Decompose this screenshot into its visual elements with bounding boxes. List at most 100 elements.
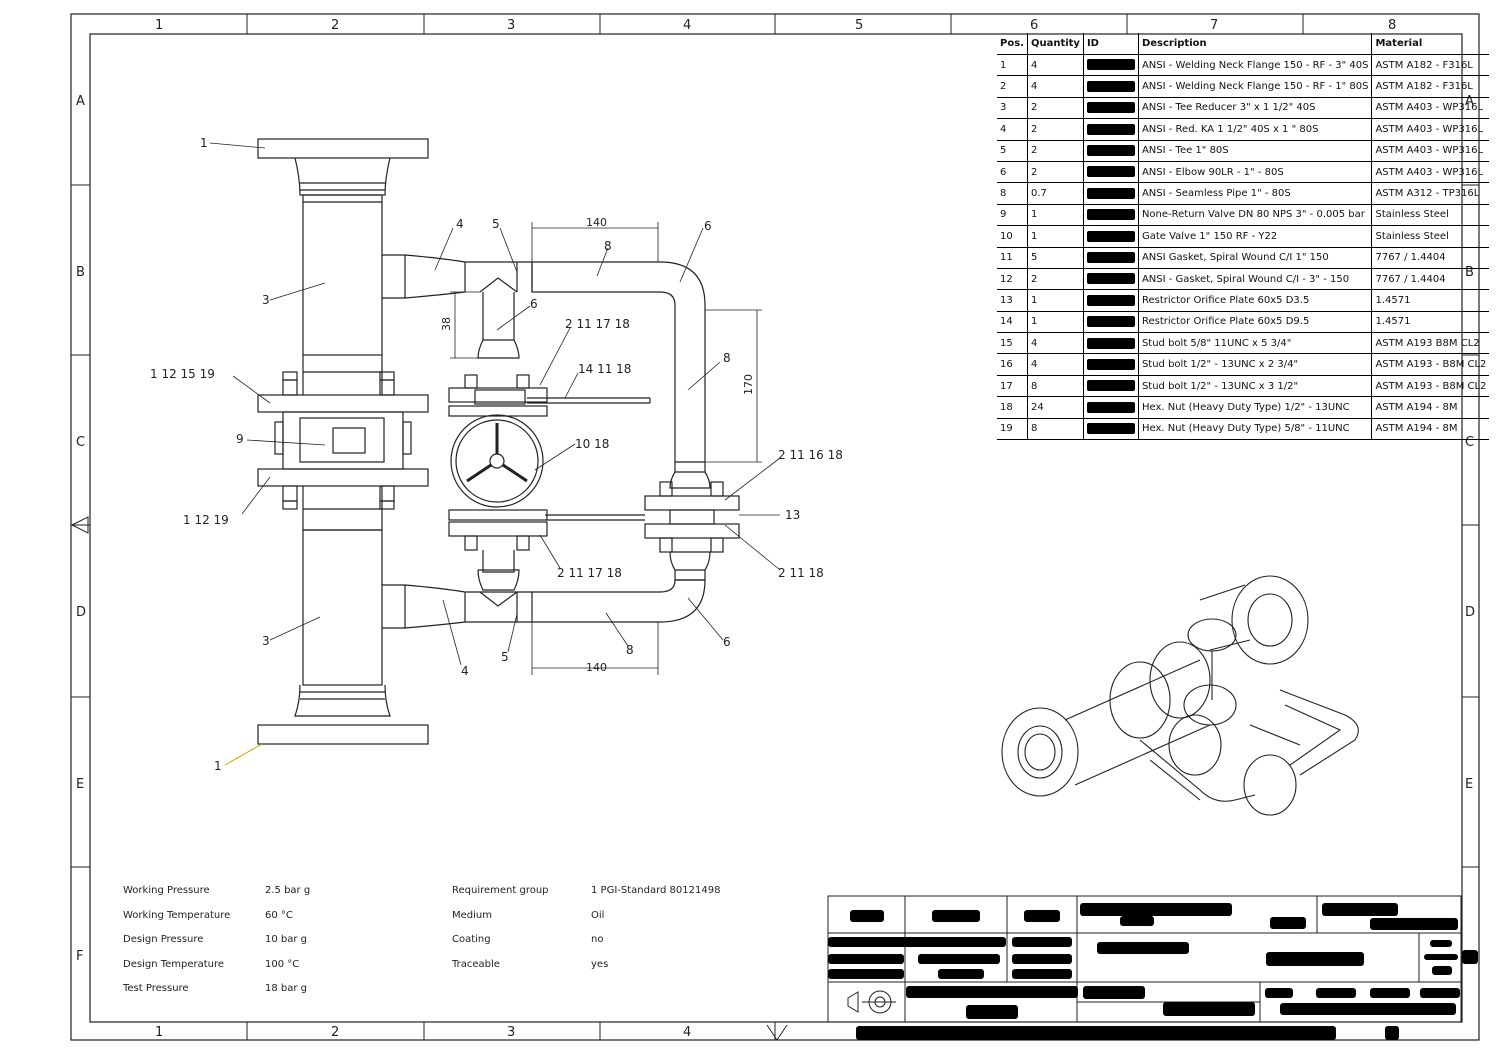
redaction-bar: [1080, 903, 1232, 916]
bom-pos-cell: 5: [997, 140, 1028, 162]
leader-lines: [209, 142, 781, 666]
bom-pos-cell: 12: [997, 268, 1028, 291]
bom-material-cell: ASTM A182 - F316L: [1371, 54, 1490, 77]
redaction-bar: [1086, 145, 1135, 156]
piping-elevation: [257, 138, 740, 745]
bom-qty-cell: 4: [1026, 332, 1084, 355]
condition-value: no: [591, 934, 604, 945]
callout-8: 8: [626, 643, 634, 657]
zone-row-label: A: [76, 94, 85, 109]
redaction-bar: [918, 954, 1000, 964]
redaction-bar: [1086, 316, 1135, 328]
redaction-bar: [1086, 102, 1135, 114]
redaction-bar: [850, 910, 884, 922]
bom-id-cell: [1082, 353, 1139, 376]
callout-1: 1: [200, 136, 208, 150]
inner-frame: [89, 33, 1463, 1023]
bom-id-cell: [1082, 97, 1139, 120]
bom-qty-cell: 2: [1026, 140, 1084, 162]
redaction-bar: [1086, 358, 1135, 370]
redaction-bar: [1370, 918, 1458, 930]
bom-pos-cell: 9: [997, 204, 1028, 227]
redaction-bar: [1086, 187, 1135, 199]
bom-pos-cell: 14: [997, 311, 1028, 334]
gate-valve-handwheel: [450, 414, 544, 508]
condition-label: Coating: [452, 934, 491, 945]
bom-qty-cell: 1: [1026, 311, 1084, 334]
redaction-bar: [1086, 337, 1135, 349]
zone-col-label: 1: [155, 1025, 163, 1040]
iso-flange-left: [1001, 707, 1079, 797]
redaction-bar: [932, 910, 980, 922]
callout-8: 8: [604, 239, 612, 253]
dim-tee-height: 38: [440, 317, 453, 331]
bom-id-cell: [1082, 396, 1139, 419]
redaction-bar: [1316, 988, 1356, 998]
redaction-bar: [1086, 209, 1135, 221]
redaction-bar: [828, 969, 904, 979]
redaction-bar: [1370, 988, 1410, 998]
dimensions: [450, 222, 762, 675]
orifice-upper-flange: [644, 495, 740, 511]
center-arrow-bottom: [766, 1024, 788, 1041]
redaction-bar: [1280, 1003, 1456, 1015]
callout-1: 1: [214, 759, 222, 773]
zone-row-label: E: [1465, 777, 1473, 792]
callout-group: 2 11 17 18: [565, 317, 630, 331]
condition-label: Test Pressure: [123, 983, 189, 994]
bottom-flange-neck: [294, 684, 391, 717]
bom-id-cell: [1082, 247, 1139, 269]
bom-id-cell: [1082, 311, 1139, 334]
bom-id-cell: [1082, 225, 1139, 248]
zone-col-label: 2: [331, 1025, 339, 1040]
bom-id-cell: [1082, 54, 1139, 77]
title-block: [827, 895, 1462, 1023]
redaction-bar: [1086, 80, 1135, 92]
redaction-bar: [1086, 294, 1135, 306]
bom-id-cell: [1082, 204, 1139, 227]
top-flange: [257, 138, 429, 159]
callout-6: 6: [530, 297, 538, 311]
redaction-bar: [1086, 273, 1135, 285]
bom-qty-cell: 1: [1026, 225, 1084, 248]
bom-description-cell: ANSI - Elbow 90LR - 1" - 80S: [1137, 161, 1372, 184]
bom-description-cell: Gate Valve 1" 150 RF - Y22: [1137, 225, 1372, 248]
bom-qty-cell: 1: [1026, 204, 1084, 227]
bom-qty-cell: 4: [1026, 353, 1084, 376]
redaction-bar: [1083, 986, 1145, 999]
redaction-bar: [1097, 942, 1189, 954]
bom-qty-cell: 0.7: [1026, 182, 1084, 205]
bom-material-cell: ASTM A312 - TP316L: [1371, 182, 1490, 205]
zone-row-label: E: [76, 777, 84, 792]
condition-value: 60 °C: [265, 909, 293, 921]
bom-description-cell: Stud bolt 1/2" - 13UNC x 3 1/2": [1137, 375, 1372, 398]
bom-qty-cell: 4: [1026, 54, 1084, 77]
callout-4: 4: [456, 217, 464, 231]
bom-pos-cell: 11: [997, 247, 1028, 269]
condition-value: 10 bar g: [265, 934, 308, 945]
main-pipe-upper: [302, 194, 383, 356]
redaction-bar: [1024, 910, 1060, 922]
bom-description-cell: Hex. Nut (Heavy Duty Type) 5/8" - 11UNC: [1137, 418, 1372, 441]
bom-qty-cell: 2: [1026, 118, 1084, 141]
bom-description-cell: Restrictor Orifice Plate 60x5 D3.5: [1137, 289, 1372, 312]
bom-material-cell: Stainless Steel: [1371, 225, 1490, 248]
zone-row-label: D: [1465, 605, 1475, 620]
bom-description-cell: Restrictor Orifice Plate 60x5 D9.5: [1137, 311, 1372, 334]
redaction-bar: [1420, 988, 1460, 998]
zone-col-label: 8: [1388, 18, 1396, 33]
bom-material-cell: ASTM A193 - B8M CL2: [1371, 353, 1490, 376]
condition-value: 100 °C: [265, 958, 300, 970]
bottom-flange: [257, 724, 429, 745]
